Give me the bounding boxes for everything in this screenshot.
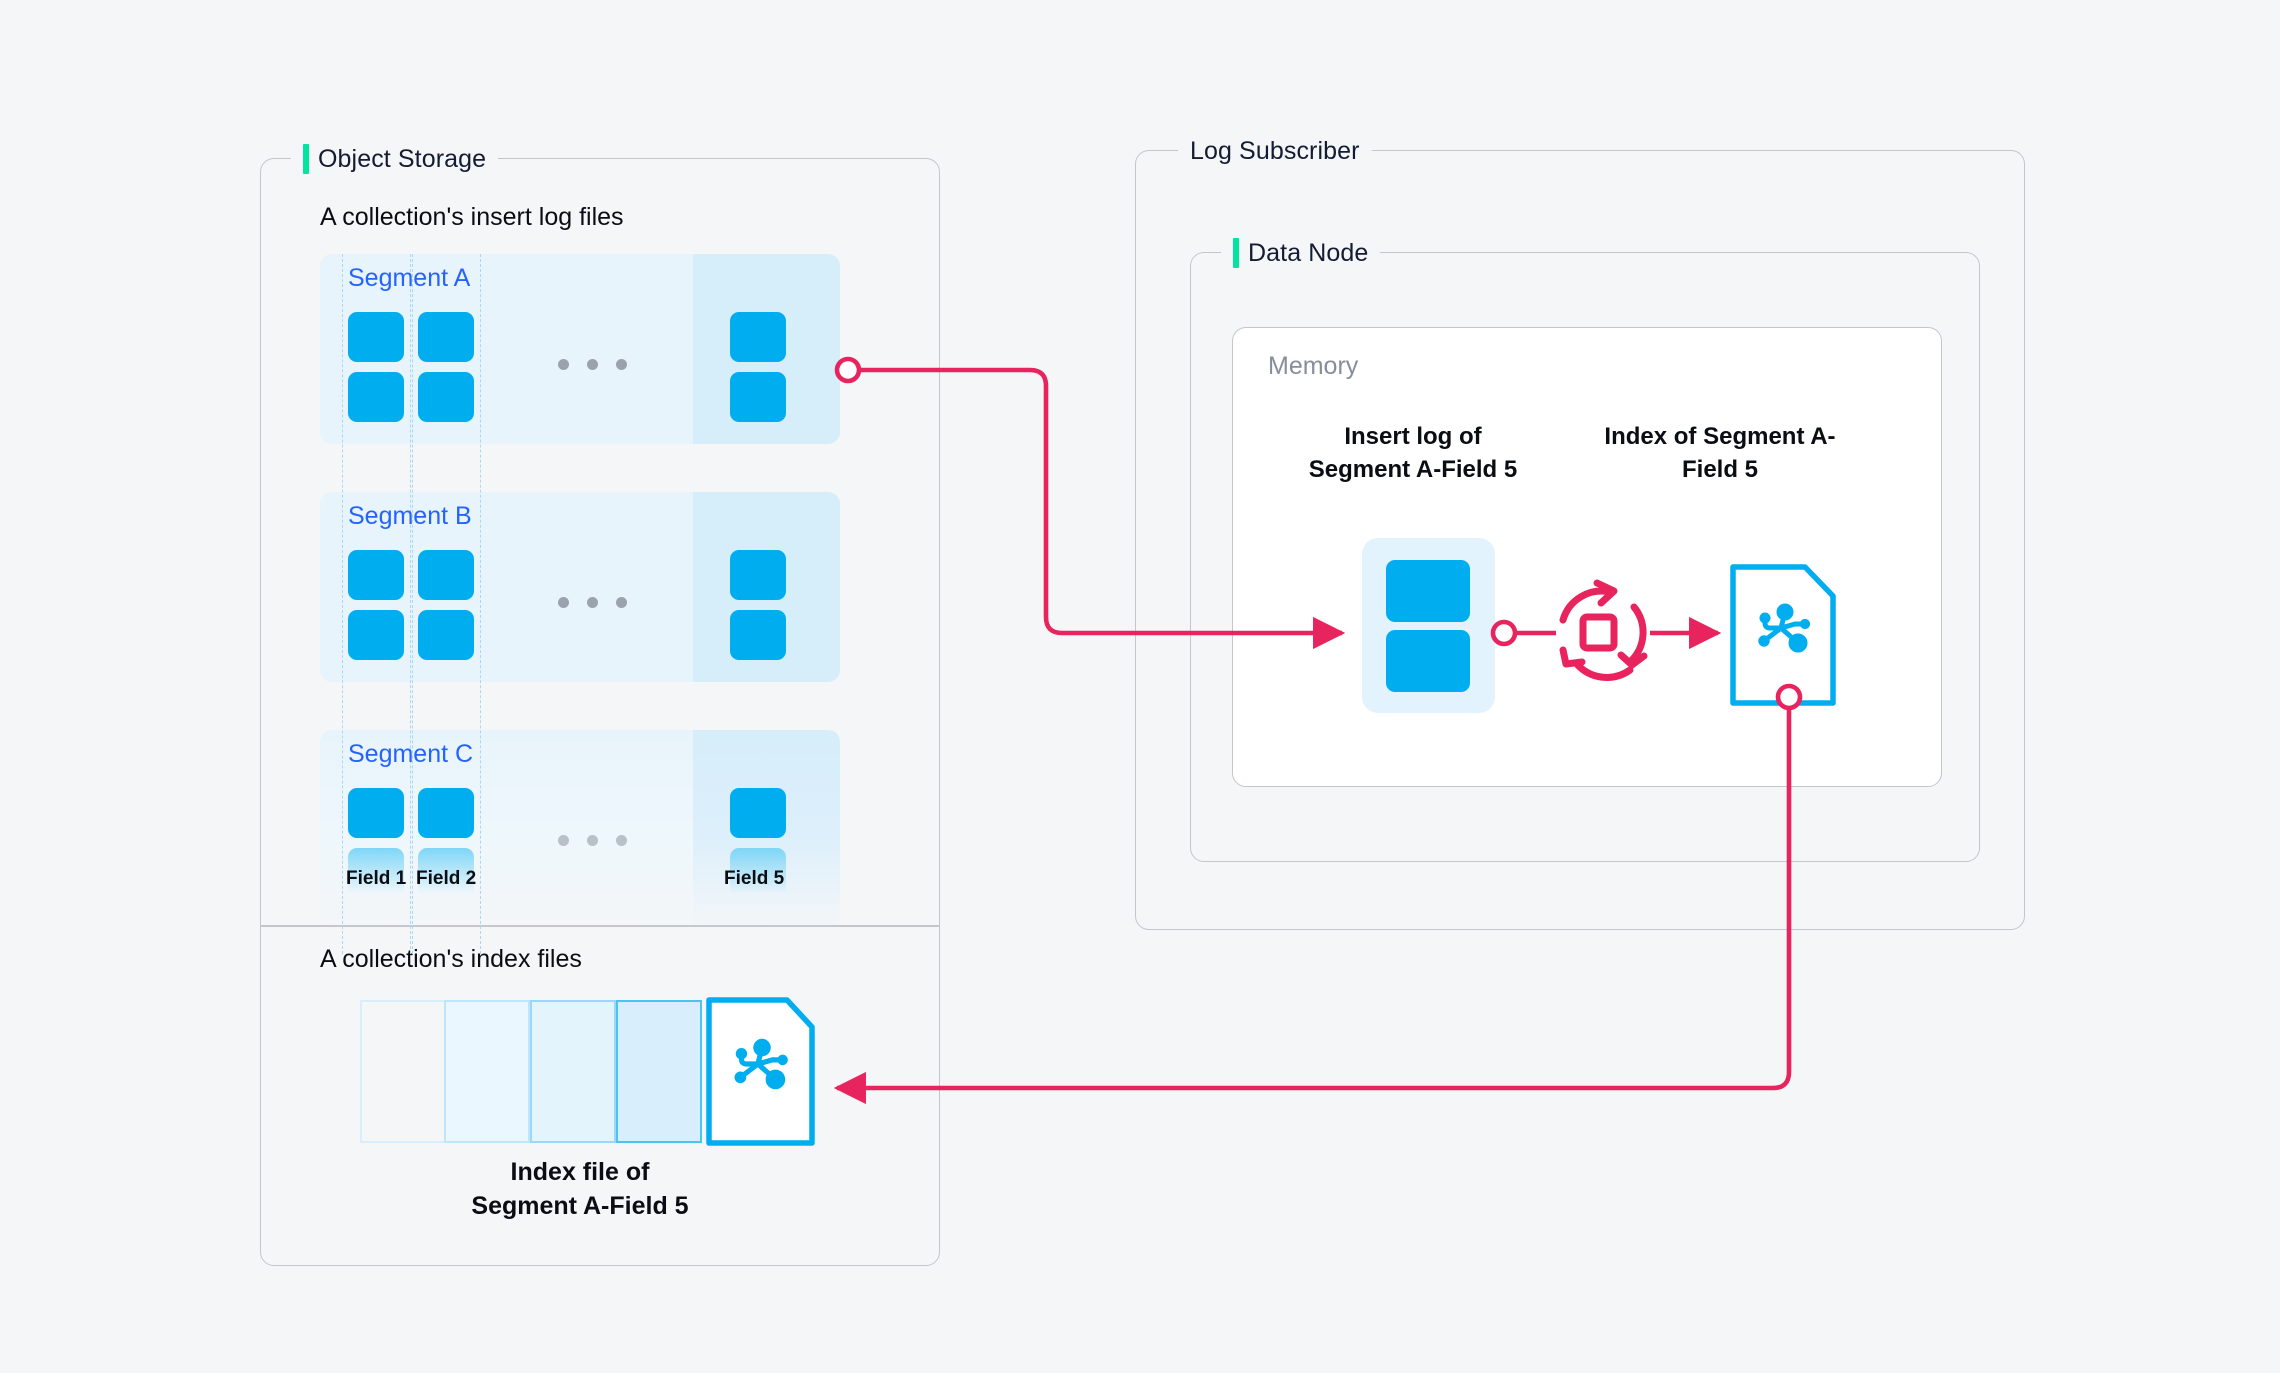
log-cell bbox=[418, 788, 474, 838]
index-stack-card bbox=[530, 1000, 616, 1143]
index-file-caption-line2: Segment A-Field 5 bbox=[471, 1192, 689, 1220]
memory-label: Memory bbox=[1268, 352, 1359, 380]
log-cell bbox=[418, 372, 474, 422]
segment-c-label: Segment C bbox=[348, 740, 474, 768]
insert-log-section-title: A collection's insert log files bbox=[320, 203, 624, 231]
log-cell-field5 bbox=[730, 312, 786, 362]
log-cell bbox=[418, 550, 474, 600]
insert-log-blocks-icon bbox=[1362, 538, 1495, 713]
segment-a-label: Segment A bbox=[348, 264, 471, 292]
index-stack-card bbox=[444, 1000, 530, 1143]
index-stack-card bbox=[616, 1000, 702, 1143]
memory-index-caption-line2: Field 5 bbox=[1681, 456, 1759, 484]
log-cell bbox=[348, 372, 404, 422]
segment-row-b: Segment B bbox=[320, 492, 840, 682]
segment-row-a: Segment A bbox=[320, 254, 840, 444]
index-file-stack bbox=[360, 1000, 800, 1145]
data-node-legend-label: Data Node bbox=[1248, 238, 1369, 267]
field-label-1: Field 1 bbox=[346, 868, 407, 889]
data-node-legend: Data Node bbox=[1221, 236, 1381, 270]
ellipsis-icon bbox=[558, 835, 627, 846]
field-label-2: Field 2 bbox=[416, 868, 477, 889]
log-subscriber-panel: Log Subscriber bbox=[1135, 134, 2025, 930]
memory-insert-log-caption-line2: Segment A-Field 5 bbox=[1308, 456, 1518, 484]
object-storage-legend-label: Object Storage bbox=[318, 144, 487, 173]
log-cell-faded bbox=[418, 848, 474, 898]
insert-log-block bbox=[1386, 560, 1470, 622]
log-cell-faded bbox=[348, 848, 404, 898]
column-guide-field1-right bbox=[410, 254, 411, 954]
index-file-caption: Index file of Segment A-Field 5 bbox=[360, 1155, 800, 1223]
memory-index-document-icon bbox=[1733, 567, 1833, 703]
accent-bar-icon bbox=[1233, 238, 1239, 268]
index-files-section-title: A collection's index files bbox=[320, 945, 582, 973]
log-cell-field5 bbox=[730, 610, 786, 660]
log-cell bbox=[418, 610, 474, 660]
memory-insert-log-caption: Insert log of Segment A-Field 5 bbox=[1278, 420, 1548, 486]
memory-index-caption-line1: Index of Segment A- bbox=[1604, 423, 1836, 450]
log-cell-field5 bbox=[730, 788, 786, 838]
log-subscriber-legend-label: Log Subscriber bbox=[1190, 136, 1360, 165]
segment-b-label: Segment B bbox=[348, 502, 472, 530]
field-label-5: Field 5 bbox=[724, 868, 785, 889]
column-guide-field2-left bbox=[412, 254, 413, 954]
log-cell-field5 bbox=[730, 372, 786, 422]
memory-index-caption: Index of Segment A- Field 5 bbox=[1570, 420, 1870, 486]
log-cell bbox=[348, 312, 404, 362]
log-cell bbox=[348, 788, 404, 838]
index-file-caption-line1: Index file of bbox=[510, 1158, 650, 1186]
memory-insert-log-caption-line1: Insert log of bbox=[1344, 423, 1482, 450]
accent-bar-icon bbox=[303, 144, 309, 174]
log-cell bbox=[348, 610, 404, 660]
column-guide-field2-right bbox=[480, 254, 481, 954]
ellipsis-icon bbox=[558, 359, 627, 370]
log-cell bbox=[418, 312, 474, 362]
log-subscriber-legend: Log Subscriber bbox=[1178, 134, 1372, 168]
ellipsis-icon bbox=[558, 597, 627, 608]
log-cell-field5-faded bbox=[730, 848, 786, 898]
index-stack-card bbox=[360, 1000, 446, 1143]
insert-log-grid: Segment A Segment B Segment C bbox=[320, 254, 840, 954]
object-storage-legend: Object Storage bbox=[291, 142, 499, 176]
log-cell-field5 bbox=[730, 550, 786, 600]
memory-box bbox=[1232, 327, 1942, 787]
log-cell bbox=[348, 550, 404, 600]
insert-log-block bbox=[1386, 630, 1470, 692]
column-guide-field1-left bbox=[342, 254, 343, 954]
segment-row-c: Segment C bbox=[320, 730, 840, 930]
index-file-document-icon bbox=[708, 1000, 812, 1143]
